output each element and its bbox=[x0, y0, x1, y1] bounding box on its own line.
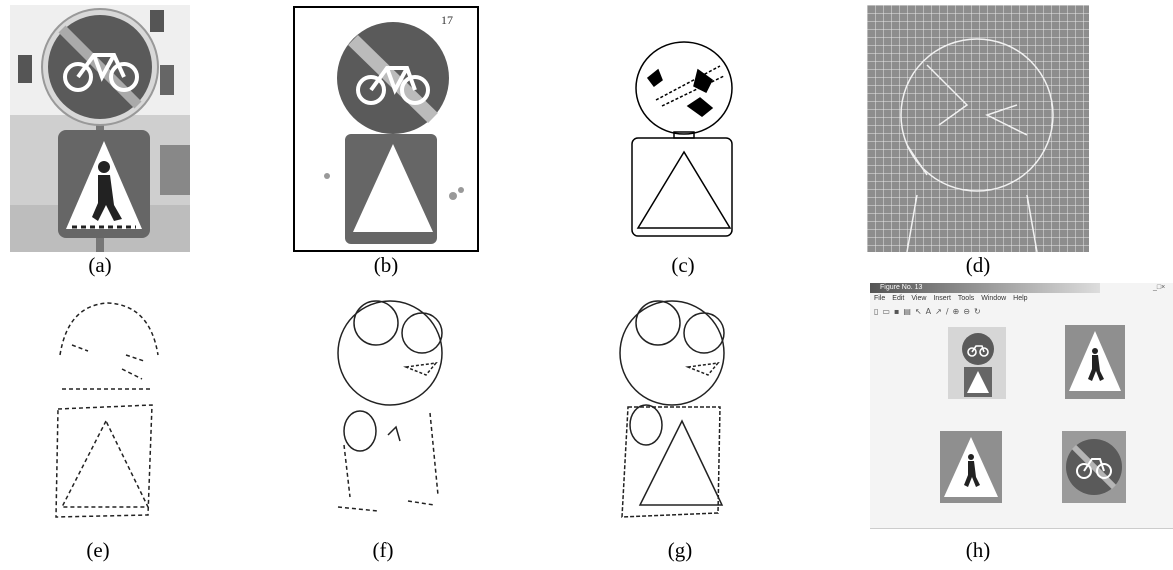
caption-f: (f) bbox=[372, 538, 394, 562]
menu-window[interactable]: Window bbox=[981, 295, 1007, 302]
panel-a-photo bbox=[10, 5, 190, 252]
panel-f-shapes bbox=[318, 295, 458, 520]
thumb-triangle-bottom bbox=[940, 431, 1002, 503]
zoom-out-icon[interactable]: ⊖ bbox=[963, 307, 970, 316]
caption-a: (a) bbox=[88, 253, 112, 277]
caption-b: (b) bbox=[373, 253, 399, 277]
window-menubar: File Edit View Insert Tools Window Help bbox=[874, 295, 1028, 302]
save-icon[interactable]: ▪ bbox=[893, 307, 900, 316]
zoom-in-icon[interactable]: ⊕ bbox=[952, 307, 960, 316]
caption-d: (d) bbox=[965, 253, 991, 277]
thumb-original bbox=[948, 327, 1006, 399]
panel-h-figure-window: Figure No. 13 _□× File Edit View Insert … bbox=[870, 283, 1173, 529]
new-icon[interactable]: ▯ bbox=[874, 307, 879, 316]
thumb-bicycle bbox=[1062, 431, 1126, 503]
print-icon[interactable]: ▤ bbox=[903, 307, 911, 316]
panel-e-contour bbox=[48, 295, 168, 520]
caption-g: (g) bbox=[667, 538, 693, 562]
thumb-triangle-top bbox=[1065, 325, 1125, 399]
caption-c: (c) bbox=[671, 253, 695, 277]
window-titlebar: Figure No. 13 bbox=[870, 283, 1100, 293]
window-title: Figure No. 13 bbox=[880, 284, 923, 291]
menu-insert[interactable]: Insert bbox=[933, 295, 951, 302]
text-icon[interactable]: A bbox=[925, 307, 932, 316]
menu-edit[interactable]: Edit bbox=[892, 295, 905, 302]
rotate-icon[interactable]: ↻ bbox=[973, 307, 981, 316]
window-toolbar: ▯ ▭ ▪ ▤ ↖ A ↗ / ⊕ ⊖ ↻ bbox=[874, 307, 981, 316]
menu-file[interactable]: File bbox=[874, 295, 886, 302]
menu-tools[interactable]: Tools bbox=[957, 295, 975, 302]
line-arrow-icon[interactable]: ↗ bbox=[935, 307, 942, 316]
caption-e: (e) bbox=[86, 538, 110, 562]
panel-c-edges bbox=[628, 40, 738, 240]
panel-b-binary: 17 bbox=[293, 6, 479, 252]
menu-view[interactable]: View bbox=[911, 295, 927, 302]
window-controls[interactable]: _□× bbox=[1153, 284, 1166, 291]
arrow-icon[interactable]: ↖ bbox=[914, 307, 922, 316]
caption-h: (h) bbox=[965, 538, 991, 562]
panel-d-grid bbox=[867, 5, 1089, 252]
line-icon[interactable]: / bbox=[945, 307, 949, 316]
open-icon[interactable]: ▭ bbox=[882, 307, 890, 316]
menu-help[interactable]: Help bbox=[1013, 295, 1028, 302]
svg-text:17: 17 bbox=[441, 13, 453, 27]
panel-g-combined bbox=[600, 295, 740, 527]
